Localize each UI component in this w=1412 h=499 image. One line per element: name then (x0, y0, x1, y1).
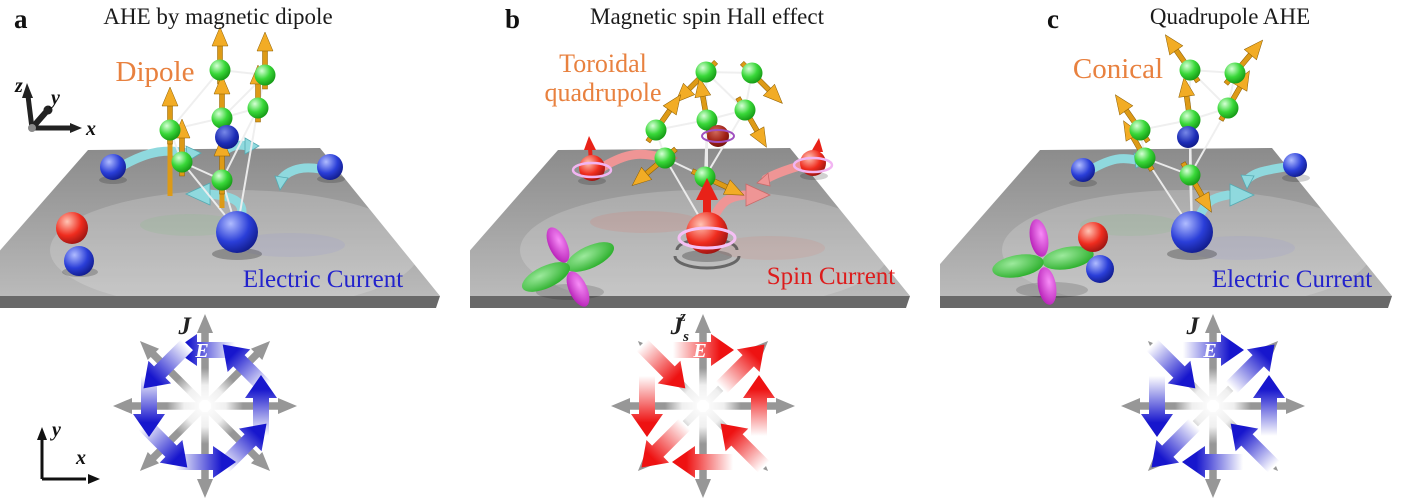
response-arrow (1230, 423, 1281, 474)
response-compass: JE (113, 313, 297, 498)
response-arrow (245, 375, 277, 437)
axes-2d: y x (37, 419, 100, 484)
field-arrowhead (695, 479, 711, 498)
quadrupole-icon (521, 227, 615, 307)
response-arrow (641, 418, 691, 468)
x-axis-label: x (85, 118, 96, 140)
response-arrow (1225, 344, 1275, 394)
panel-title: AHE by magnetic dipole (103, 4, 332, 29)
reflection (715, 236, 825, 260)
panel-label: b (505, 4, 520, 34)
panel-b-graphic: b Magnetic spin Hall effect Toroidal qua… (470, 4, 910, 498)
field-arrowhead (695, 314, 711, 333)
quadrupole-dipole-icon (992, 219, 1114, 305)
reflection (1185, 236, 1295, 260)
field-arrowhead (197, 314, 213, 333)
spin-ring (701, 129, 735, 143)
spin-ring (571, 161, 613, 179)
field-arrowhead (1286, 398, 1305, 414)
reflection (590, 211, 700, 233)
order-label: Dipole (116, 56, 195, 88)
response-arrow (672, 334, 734, 366)
field-arrowhead (139, 340, 160, 361)
response-arrow (672, 446, 734, 478)
sphere-shadows (1016, 174, 1310, 298)
response-arrow (1253, 375, 1285, 437)
order-label-line2: quadrupole (545, 78, 662, 107)
field-symbol-label: E (692, 340, 706, 362)
panel-label: a (14, 4, 28, 34)
panel-a: a AHE by magnetic dipole Dipole Electric… (0, 0, 470, 499)
field-arrowhead (611, 398, 630, 414)
response-arrow (743, 375, 775, 437)
rotation-arc (673, 255, 741, 270)
field-arrowhead (250, 451, 271, 472)
response-arrow (720, 423, 771, 474)
field-arrowhead (1205, 479, 1221, 498)
spin-sites-dipole (159, 26, 276, 208)
y-axis-label-2d: y (50, 419, 61, 441)
spin-ring (792, 156, 834, 174)
panel-c-graphic: c Quadrupole AHE Conical Electric Curren… (940, 4, 1392, 498)
panel-title: Magnetic spin Hall effect (590, 4, 825, 29)
response-arrow (133, 375, 165, 437)
field-arrowhead (1205, 314, 1221, 333)
response-arrow (1141, 375, 1173, 437)
spin-sites-toroidal (626, 56, 789, 203)
response-arrow (1145, 338, 1196, 389)
field-arrowhead (278, 398, 297, 414)
response-symbol-label: Jsz (670, 309, 690, 345)
response-arrow (715, 344, 765, 394)
response-arrow (1151, 418, 1201, 468)
current-label: Spin Current (767, 263, 896, 290)
electron-spheres (1071, 126, 1307, 253)
field-symbol-label: E (1202, 340, 1216, 362)
dipole-icon (56, 212, 94, 276)
response-arrow (635, 338, 686, 389)
response-symbol-label: J (178, 313, 193, 340)
panel-title: Quadrupole AHE (1150, 4, 1310, 29)
spin-spheres (571, 125, 834, 270)
field-arrowhead (776, 398, 795, 414)
spin-sites-conical (1108, 29, 1270, 217)
response-arrow (1182, 446, 1244, 478)
panel-label: c (1047, 4, 1059, 34)
axes-3d: z y x (14, 75, 96, 140)
spin-ring (677, 226, 737, 250)
current-label: Electric Current (243, 266, 403, 293)
response-arrow (143, 338, 193, 389)
reflection (140, 214, 240, 236)
panel-c: c Quadrupole AHE Conical Electric Curren… (940, 0, 1412, 499)
order-label: Conical (1073, 53, 1163, 85)
response-compass: JE (1121, 313, 1305, 498)
center-glow (167, 368, 243, 444)
response-arrow (174, 334, 236, 366)
panel-b: b Magnetic spin Hall effect Toroidal qua… (470, 0, 940, 499)
response-arrow (631, 375, 663, 437)
reflection (235, 233, 345, 257)
electron-spheres (100, 125, 343, 253)
field-arrowhead (250, 340, 271, 361)
response-symbol-label: J (1186, 313, 1201, 340)
x-axis-label-2d: x (75, 447, 86, 469)
y-axis-label: y (49, 87, 60, 109)
response-arrow (174, 446, 236, 478)
current-label: Electric Current (1212, 266, 1372, 293)
order-label-line1: Toroidal (559, 49, 647, 78)
field-arrowhead (139, 451, 160, 472)
field-symbol-label: E (194, 340, 208, 362)
panel-a-graphic: a AHE by magnetic dipole Dipole Electric… (0, 4, 440, 498)
field-arrowhead (1121, 398, 1140, 414)
field-arrowhead (197, 479, 213, 498)
field-arrowhead (113, 398, 132, 414)
z-axis-label: z (14, 75, 23, 97)
response-arrow (1182, 334, 1244, 366)
